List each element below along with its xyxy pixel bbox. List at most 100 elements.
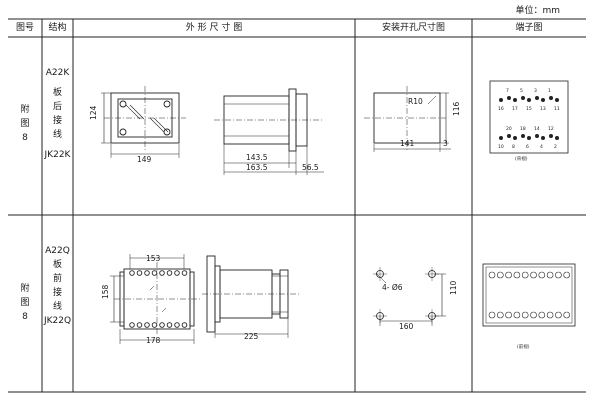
terminal-number: 1 [548,88,551,94]
header-outline: 外 形 尺 寸 图 [185,23,243,33]
terminal-circle [546,311,554,319]
terminal-dot [541,98,545,102]
terminal-dot [555,136,559,140]
row1-model-top: A22K [45,68,70,78]
dim-width-149: 149 [137,155,152,164]
terminal-circle [538,271,546,279]
terminal-dot [499,136,503,140]
terminal-number: 5 [520,88,523,94]
terminal-circle [530,311,537,319]
terminal-number: 20 [506,126,512,132]
terminal-dot [535,134,539,138]
row1-outline-drawing: 124 149 143.5 163.5 56.5 [89,86,324,175]
dim-158: 158 [101,284,110,299]
dim-153: 153 [146,254,161,263]
row2-model-top: A22Q [45,246,70,256]
terminal-dot [521,134,525,138]
row2-mounting-drawing: 4- Ø6 110 160 [373,267,458,331]
front-terminal [181,322,188,328]
dim-160: 160 [399,322,414,331]
terminal-circle [563,271,570,279]
front-terminal [144,270,150,276]
dim-163-5: 163.5 [246,163,268,172]
header-terminal: 端子图 [515,23,543,33]
terminal-circle [555,311,562,319]
terminal-dot [513,98,517,102]
dim-178: 178 [146,336,161,345]
front-terminal [129,270,135,276]
terminal-circle [563,311,570,319]
row2-model-bottom: JK22Q [43,316,72,326]
front-terminal [174,322,180,328]
row1-structure: A22K 板后 接线 JK22K [42,66,73,162]
terminal-dot [499,98,503,102]
terminal-number: 13 [540,106,546,112]
terminal-circle [538,311,546,319]
front-terminal [174,270,180,276]
terminal-number: 18 [520,126,526,132]
terminal-circle [530,271,537,279]
front-terminal [129,322,135,328]
terminal-dot [549,96,553,100]
terminal-circle [555,271,562,279]
terminal-circle [521,271,529,279]
front-terminal [181,270,188,276]
front-terminal [159,322,165,328]
terminal-number: 17 [512,106,518,112]
dim-225: 225 [244,332,259,341]
terminal-number: 15 [526,106,532,112]
terminal-number: 7 [506,88,509,94]
row1-mounting-drawing: R10 116 141 3 [364,86,461,152]
terminal-circle [505,271,512,279]
terminal-circle [521,311,529,319]
terminal-dot [507,134,511,138]
terminal-number: 2 [554,144,557,150]
front-terminal [136,322,143,328]
terminal-circle [513,311,521,319]
terminal-dot [521,96,525,100]
row1-terminal-caption: (背视) [515,155,528,162]
dim-110: 110 [449,280,458,295]
row2-structure: A22Q 板前 接线 JK22Q [43,246,72,326]
row2-terminal-diagram: (前视) [482,263,576,350]
front-terminal [166,322,173,328]
terminal-number: 12 [548,126,554,132]
header-fig-no: 图号 [15,23,34,33]
terminal-number: 8 [512,144,515,150]
row2-outline-drawing: 153 158 178 225 [101,254,300,345]
dim-56-5: 56.5 [302,163,319,172]
front-terminal [159,270,165,276]
header-structure: 结构 [48,23,67,33]
dim-143-5: 143.5 [246,153,268,162]
terminal-dot [527,98,531,102]
terminal-number: 3 [534,88,537,94]
dim-height-124: 124 [89,105,98,120]
terminal-dot [513,136,517,140]
front-terminal [151,270,158,276]
terminal-circle [505,311,512,319]
unit-label: 单位：mm [515,6,560,16]
dim-4-holes: 4- Ø6 [382,283,403,292]
dim-141: 141 [400,139,415,148]
terminal-number: 6 [526,144,529,150]
terminal-number: 16 [498,106,504,112]
header-mounting: 安装开孔尺寸图 [381,23,445,33]
front-terminal [144,322,150,328]
row1-model-bottom: JK22K [44,150,71,160]
terminal-dot [555,98,559,102]
row2-terminal-caption: (前视) [517,343,530,350]
terminal-dot [541,136,545,140]
terminal-circle [513,271,521,279]
dim-3: 3 [443,139,448,148]
terminal-number: 11 [554,106,560,112]
terminal-circle [496,311,504,319]
terminal-dot [507,96,511,100]
terminal-dot [549,134,553,138]
terminal-circle [546,271,554,279]
terminal-circle [488,271,496,279]
terminal-circle [488,311,496,319]
terminal-number: 14 [534,126,540,132]
